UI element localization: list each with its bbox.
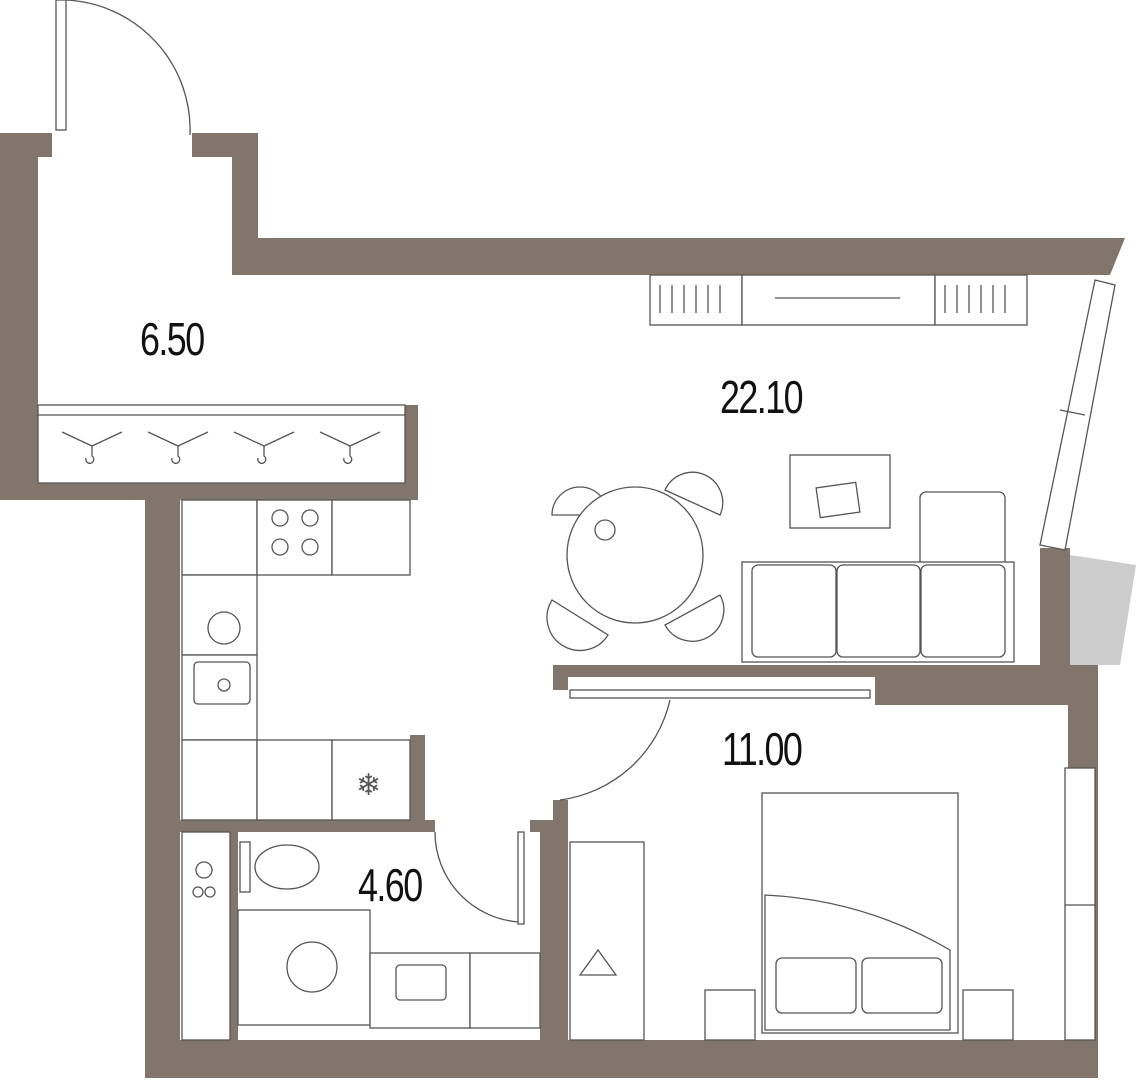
coffee-table [789, 454, 891, 529]
svg-text:❄: ❄ [356, 769, 381, 802]
bedroom-fixtures [559, 689, 1014, 1041]
room-area-hall: 6.50 [140, 313, 205, 365]
sofa [741, 491, 1015, 663]
windows [1039, 279, 1116, 1041]
room-area-bathroom: 4.60 [358, 859, 423, 911]
kitchen: ❄ [181, 499, 411, 821]
walls [0, 133, 1125, 1078]
entrance-door [55, 0, 191, 136]
room-area-bedroom: 11.00 [722, 723, 803, 775]
bathroom-fixtures [181, 831, 541, 1041]
tv-unit [649, 274, 1028, 326]
dining-table [546, 471, 725, 652]
wardrobe [37, 404, 406, 484]
balcony [1070, 555, 1136, 665]
room-area-living: 22.10 [720, 371, 804, 423]
